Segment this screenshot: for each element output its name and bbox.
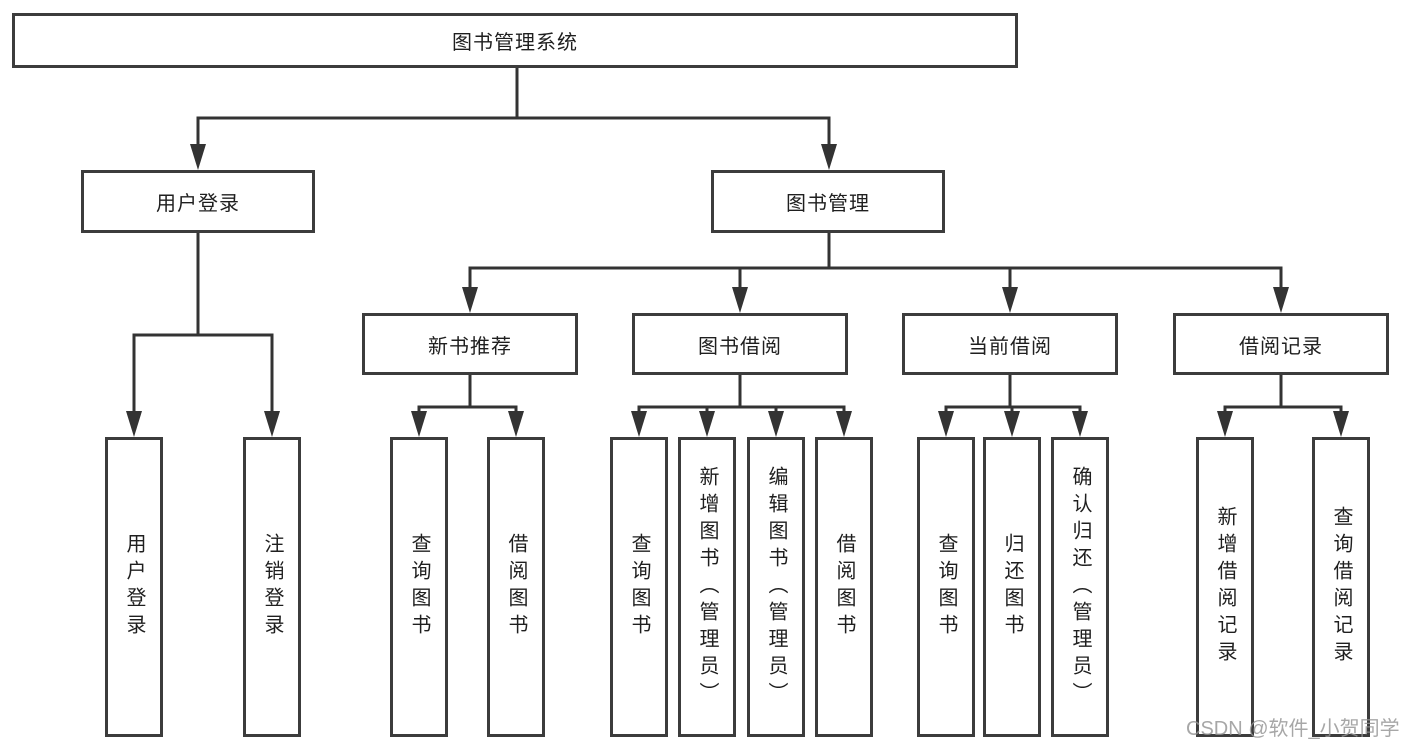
node-label: 当前借阅 (968, 335, 1052, 358)
leaf-label: 新增借阅记录 (1214, 506, 1236, 668)
node-book-borrowing: 图书借阅 (632, 313, 848, 375)
leaf-user-login: 用户登录 (105, 437, 163, 737)
leaf-label: 查询图书 (935, 533, 957, 641)
node-borrowing-records: 借阅记录 (1173, 313, 1389, 375)
leaf-label: 注销登录 (261, 533, 283, 641)
node-book-management: 图书管理 (711, 170, 945, 233)
leaf-return-book: 归还图书 (983, 437, 1041, 737)
node-label: 图书借阅 (698, 335, 782, 358)
leaf-borrow-book: 借阅图书 (487, 437, 545, 737)
leaf-label: 借阅图书 (505, 533, 527, 641)
leaf-query-book: 查询图书 (917, 437, 975, 737)
leaf-label: 编辑图书（管理员） (765, 465, 787, 709)
node-user-login: 用户登录 (81, 170, 315, 233)
node-label: 新书推荐 (428, 335, 512, 358)
leaf-label: 查询图书 (628, 533, 650, 641)
leaf-add-book-admin: 新增图书（管理员） (678, 437, 736, 737)
leaf-logout: 注销登录 (243, 437, 301, 737)
leaf-label: 查询图书 (408, 533, 430, 641)
node-label: 借阅记录 (1239, 335, 1323, 358)
leaf-query-book: 查询图书 (390, 437, 448, 737)
csdn-watermark: CSDN @软件_小贺同学 (1186, 718, 1400, 740)
leaf-label: 查询借阅记录 (1330, 506, 1352, 668)
leaf-label: 借阅图书 (833, 533, 855, 641)
node-current-borrowing: 当前借阅 (902, 313, 1118, 375)
node-book-management-system: 图书管理系统 (12, 13, 1018, 68)
leaf-query-borrow-record: 查询借阅记录 (1312, 437, 1370, 737)
node-new-book-recommend: 新书推荐 (362, 313, 578, 375)
leaf-label: 确认归还（管理员） (1069, 465, 1091, 709)
node-label: 用户登录 (156, 193, 240, 215)
leaf-edit-book-admin: 编辑图书（管理员） (747, 437, 805, 737)
leaf-confirm-return-admin: 确认归还（管理员） (1051, 437, 1109, 737)
leaf-label: 归还图书 (1001, 533, 1023, 641)
node-label: 图书管理 (786, 193, 870, 215)
leaf-label: 新增图书（管理员） (696, 465, 718, 709)
node-label: 图书管理系统 (452, 32, 578, 54)
leaf-label: 用户登录 (123, 533, 145, 641)
leaf-add-borrow-record: 新增借阅记录 (1196, 437, 1254, 737)
leaf-query-book: 查询图书 (610, 437, 668, 737)
leaf-borrow-book: 借阅图书 (815, 437, 873, 737)
